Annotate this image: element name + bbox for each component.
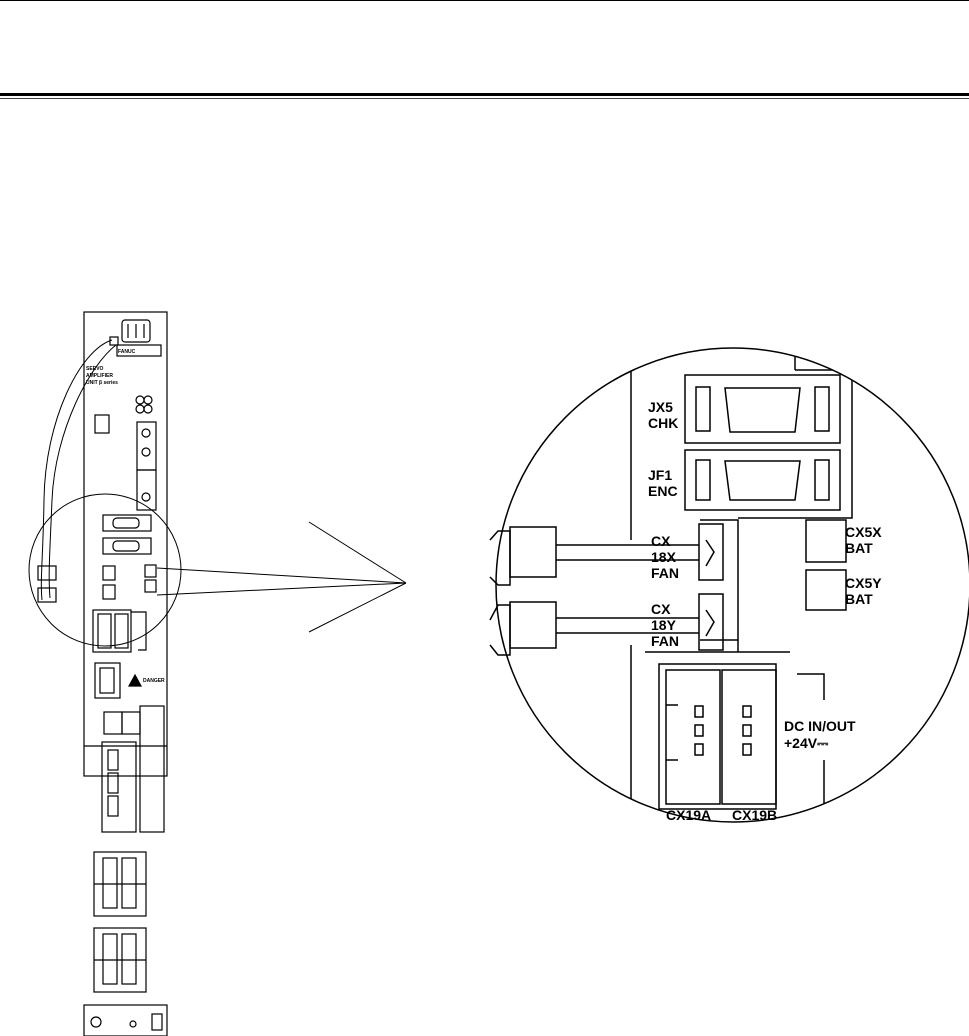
label-cx19a: CX19A [666,807,711,823]
label-cx18y-line3: FAN [651,633,679,649]
label-jf1: JF1 [648,467,672,483]
label-cx19b: CX19B [732,807,777,823]
label-chk: CHK [648,415,678,431]
label-cx18y-line1: CX [651,601,671,617]
callout-arrow [157,522,406,632]
label-cx18y-line2: 18Y [651,617,677,633]
unit-title-1: SERVO [86,366,104,372]
label-cx5y-bat: BAT [845,591,873,607]
label-cx18x-line2: 18X [651,549,677,565]
servo-amplifier-unit [29,312,181,1036]
label-cx5x-bat: BAT [845,540,873,556]
connector-labels: JX5 CHK JF1 ENC CX 18X FAN CX 18Y FAN CX… [648,399,882,823]
unit-warning-text: DANGER [143,678,165,684]
unit-brand-text: FANUC [118,349,136,355]
zoom-circle [496,348,969,822]
label-cx5x: CX5X [845,524,882,540]
label-cx18x-line1: CX [651,533,671,549]
label-cx18x-line3: FAN [651,565,679,581]
label-dc-inout: DC IN/OUT [784,718,856,734]
unit-title-3: UNIT β series [86,380,118,386]
label-dc-24v: +24V⎓ [784,735,829,751]
unit-title-2: AMPLIFIER [86,373,113,379]
label-enc: ENC [648,483,678,499]
label-jx5: JX5 [648,399,673,415]
label-cx5y: CX5Y [845,575,882,591]
